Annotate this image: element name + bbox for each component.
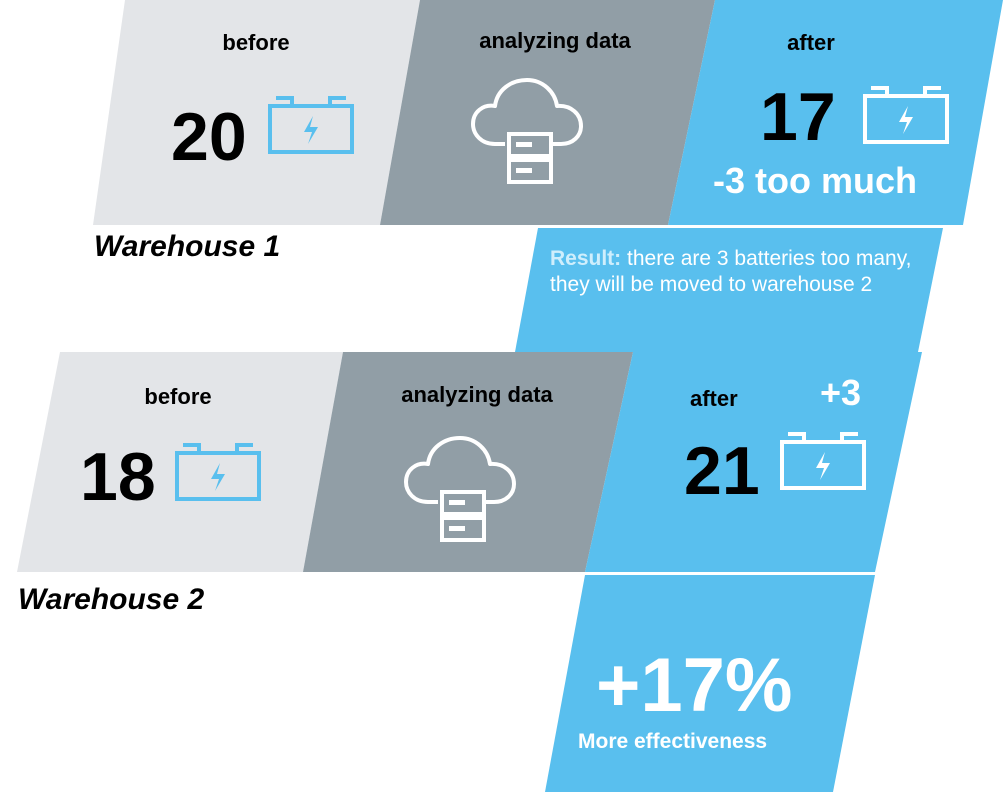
w1-before-label: before <box>222 30 290 55</box>
battery-icon <box>268 96 354 154</box>
w1-before-panel <box>93 0 420 225</box>
effectiveness-panel <box>545 575 875 792</box>
w2-before-panel <box>17 352 343 572</box>
w2-after-delta: +3 <box>820 372 862 413</box>
cloud-server-icon <box>471 78 583 184</box>
result-prefix: Result: <box>550 247 622 270</box>
w1-after-label: after <box>787 30 835 55</box>
w1-analyzing-label: analyzing data <box>479 28 631 53</box>
result-panel <box>515 228 943 352</box>
w2-before-label: before <box>144 384 212 409</box>
effectiveness-label: More effectiveness <box>578 730 768 753</box>
w2-analyzing-panel <box>303 352 633 572</box>
w2-after-label: after <box>690 386 738 411</box>
w1-after-note: -3 too much <box>713 160 917 201</box>
w2-after-panel <box>585 352 922 572</box>
result-body: there are 3 batteries too many, they wil… <box>550 247 912 297</box>
warehouse-2-label: Warehouse 2 <box>18 583 205 616</box>
w2-before-value: 18 <box>80 439 156 515</box>
w2-analyzing-label: analyzing data <box>401 382 553 407</box>
w1-analyzing-panel <box>380 0 715 225</box>
w2-after-value: 21 <box>684 433 760 509</box>
battery-icon <box>175 443 261 501</box>
battery-icon <box>863 86 949 144</box>
result-text: Result: there are 3 batteries too many, … <box>550 246 925 299</box>
warehouse-1-label: Warehouse 1 <box>94 230 281 263</box>
w1-before-value: 20 <box>171 99 247 175</box>
w1-after-panel <box>668 0 1003 225</box>
w1-after-value: 17 <box>760 79 836 155</box>
battery-icon <box>780 432 866 490</box>
cloud-server-icon <box>404 436 516 542</box>
effectiveness-value: +17% <box>596 643 793 728</box>
